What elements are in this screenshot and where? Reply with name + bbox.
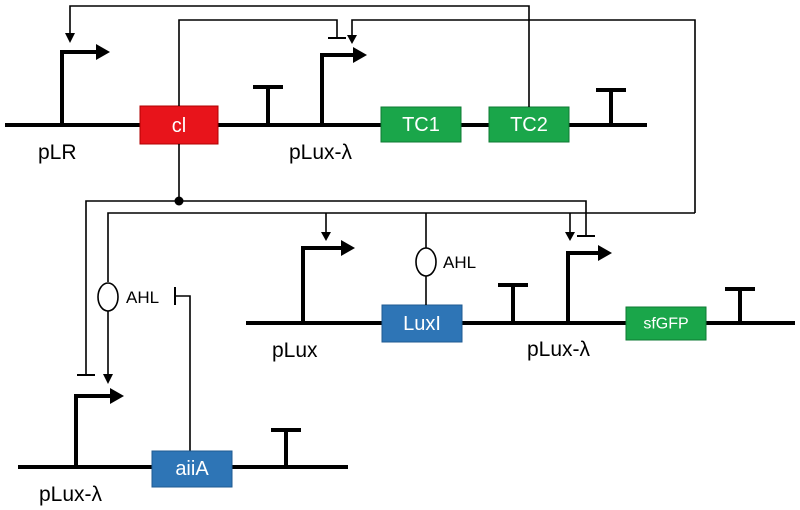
label-pLux-lambda-top: pLux-λ — [289, 141, 353, 164]
label-pLux-mid: pLux — [272, 339, 318, 362]
gene-aiiA: aiiA — [151, 450, 233, 488]
gene-LuxI: LuxI — [381, 304, 463, 343]
gene-LuxI-label: LuxI — [403, 313, 441, 335]
terminator-top-1 — [253, 85, 283, 125]
promoter-pLux-mid — [301, 240, 355, 323]
arrow-TC2-to-pLR — [65, 33, 75, 43]
label-pLR: pLR — [38, 141, 77, 164]
promoter-pLux-lambda-mid — [566, 245, 612, 323]
gene-TC1: TC1 — [380, 106, 462, 143]
wire-loop-to-pLux-lambda-top — [351, 19, 696, 213]
label-AHL-left: AHL — [126, 288, 159, 307]
gene-aiiA-label: aiiA — [175, 458, 209, 480]
gene-sfGFP-label: sfGFP — [643, 316, 688, 333]
wire-cI-to-pLux-lambda-mid — [179, 200, 587, 235]
label-AHL-mid: AHL — [443, 253, 476, 272]
promoter-pLux-lambda-bottom — [74, 388, 124, 467]
wire-cI-to-pLux-lambda-top — [178, 19, 338, 106]
AHL-left-signal — [97, 282, 119, 384]
gene-cI-label: cl — [172, 115, 186, 137]
arrow-loop-to-pLux-lambda-mid — [565, 232, 575, 241]
gene-cI: cl — [139, 105, 219, 145]
wire-cI-to-pLux-lambda-bottom — [85, 200, 179, 374]
arrow-loop-to-pLux-mid — [321, 232, 331, 241]
arrow-loop-to-pLux-lambda-top — [347, 35, 357, 44]
terminator-bottom — [271, 428, 301, 467]
label-pLux-lambda-bottom: pLux-λ — [39, 483, 103, 506]
gene-TC1-label: TC1 — [402, 114, 440, 136]
gene-TC2-label: TC2 — [510, 114, 548, 136]
wire-aiiA-to-AHL — [176, 295, 191, 451]
label-pLux-lambda-mid: pLux-λ — [527, 338, 591, 361]
wire-loop-horizontal — [107, 212, 695, 282]
wire-TC2-to-pLR — [69, 5, 530, 107]
promoter-pLR — [60, 44, 110, 125]
terminator-mid-1 — [498, 283, 528, 323]
AHL-mid-signal — [415, 213, 437, 305]
gene-sfGFP: sfGFP — [625, 306, 707, 341]
promoter-pLux-lambda-top — [320, 47, 367, 125]
terminator-top-2 — [596, 88, 626, 125]
gene-TC2: TC2 — [488, 106, 570, 143]
terminator-mid-2 — [725, 287, 755, 323]
